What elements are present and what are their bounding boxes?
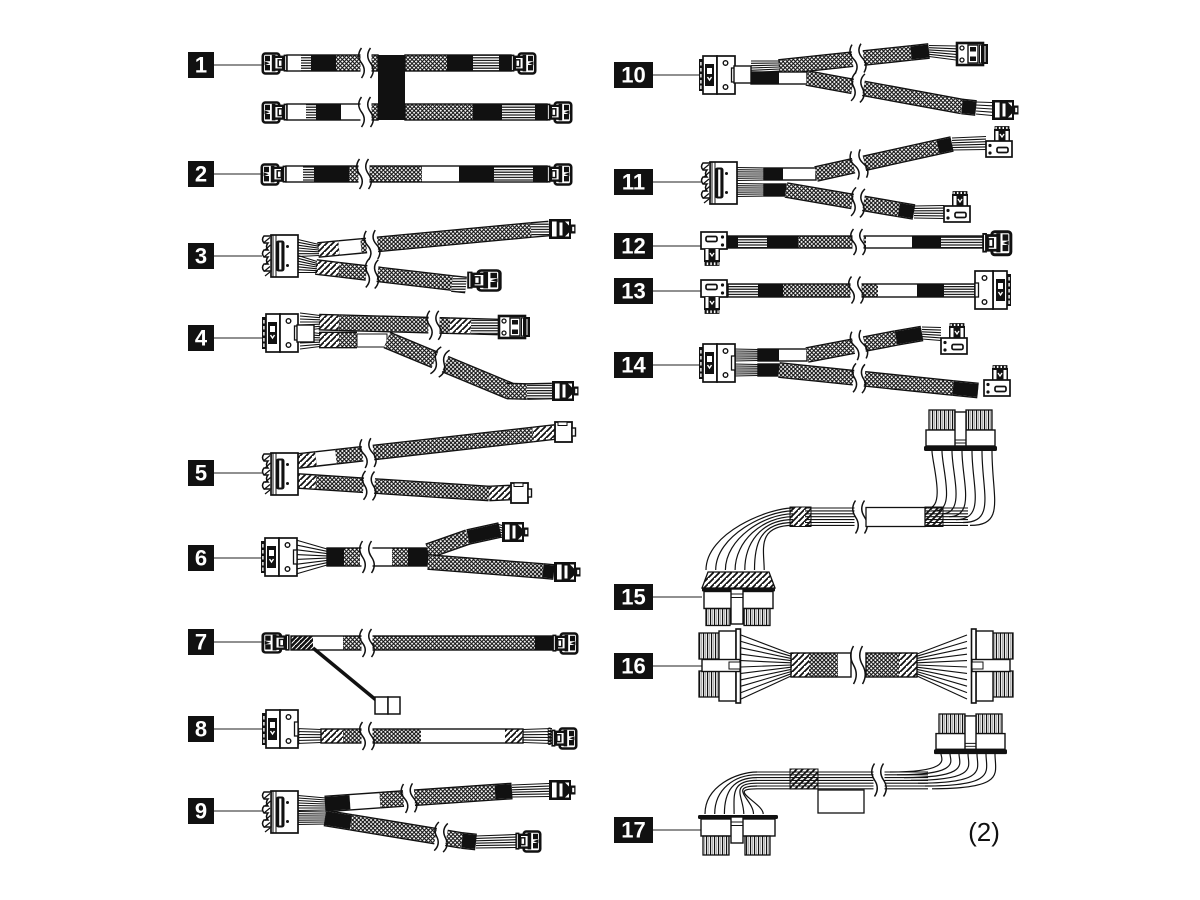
svg-text:(2): (2): [968, 817, 1000, 847]
svg-text:10: 10: [621, 63, 645, 88]
svg-text:1: 1: [195, 53, 207, 78]
svg-text:16: 16: [621, 654, 645, 679]
svg-text:7: 7: [195, 630, 207, 655]
svg-text:9: 9: [195, 799, 207, 824]
svg-text:5: 5: [195, 461, 207, 486]
svg-text:14: 14: [621, 353, 646, 378]
svg-text:6: 6: [195, 546, 207, 571]
svg-text:3: 3: [195, 244, 207, 269]
svg-text:2: 2: [195, 162, 207, 187]
svg-text:15: 15: [621, 585, 645, 610]
svg-text:13: 13: [621, 279, 645, 304]
svg-text:17: 17: [621, 818, 645, 843]
svg-text:8: 8: [195, 717, 207, 742]
svg-text:4: 4: [195, 326, 208, 351]
svg-text:11: 11: [622, 170, 645, 195]
svg-text:12: 12: [621, 234, 645, 259]
